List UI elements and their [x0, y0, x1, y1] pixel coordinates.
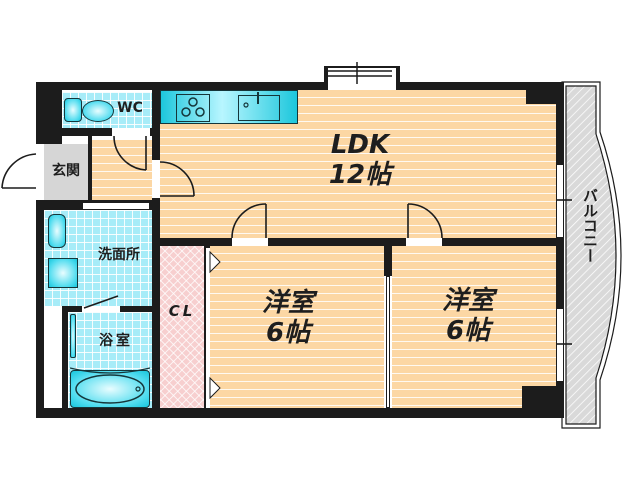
sliding-partition: [386, 276, 390, 408]
room-label-ldk: LDK 12帖: [300, 130, 420, 190]
stove: [176, 94, 210, 122]
western-room-2-floor: [392, 246, 556, 408]
bathtub: [70, 370, 150, 408]
western-room-2-name: 洋室: [441, 286, 494, 316]
balcony-window-1: [556, 164, 564, 238]
room-label-bathroom: 浴室: [99, 333, 133, 349]
outer-wall-top: [36, 82, 562, 90]
ldk-size: 12帖: [328, 160, 392, 190]
wall-between-rooms: [384, 246, 392, 276]
western-room-1-name: 洋室: [261, 288, 314, 318]
entrance-door-gap: [36, 152, 44, 190]
room1-door-gap: [232, 238, 268, 246]
bath-door-gap: [82, 306, 120, 312]
room-label-closet: CL: [168, 302, 196, 320]
western-room-1-floor: [210, 246, 384, 408]
top-bay-window: [324, 66, 400, 90]
room-label-western-2: 洋室 6帖: [418, 286, 518, 346]
toilet-tank: [64, 98, 82, 122]
wall-ldk-bottom: [152, 238, 564, 246]
shower-unit: [70, 314, 76, 358]
wall-bath-left: [62, 306, 68, 410]
corner-pillar-top-right: [526, 82, 560, 104]
room-label-western-1: 洋室 6帖: [238, 288, 338, 348]
outer-wall-right: [556, 82, 564, 418]
corner-pillar-bottom-right: [522, 386, 560, 414]
washroom-floor: [44, 210, 154, 306]
toilet-bowl: [82, 100, 114, 122]
balcony-window-2: [556, 308, 564, 382]
closet-sliding-door: [206, 248, 210, 408]
room-label-wc: WC: [117, 100, 143, 116]
entrance-floor: [44, 144, 88, 200]
wall-entrance-right: [88, 136, 92, 206]
wall-wc-bottom: [44, 128, 154, 136]
western-room-1-size: 6帖: [265, 318, 311, 348]
washbasin: [48, 214, 66, 248]
outer-wall-bottom: [36, 408, 562, 418]
wall-ldk-left: [152, 82, 160, 410]
hallway-floor: [92, 140, 154, 200]
washing-machine: [48, 258, 78, 288]
hall-ldk-door-gap: [152, 160, 160, 198]
room-label-balcony: バルコニー: [581, 188, 599, 263]
washroom-door-gap: [82, 202, 150, 210]
room-label-entrance: 玄関: [52, 163, 80, 179]
room-label-washroom: 洗面所: [98, 247, 140, 263]
closet-floor: [160, 246, 204, 408]
outer-wall-left-lower: [36, 200, 44, 418]
room2-door-gap: [406, 238, 442, 246]
ldk-name: LDK: [330, 130, 390, 160]
western-room-2-size: 6帖: [445, 316, 491, 346]
wc-door-gap: [112, 128, 150, 136]
